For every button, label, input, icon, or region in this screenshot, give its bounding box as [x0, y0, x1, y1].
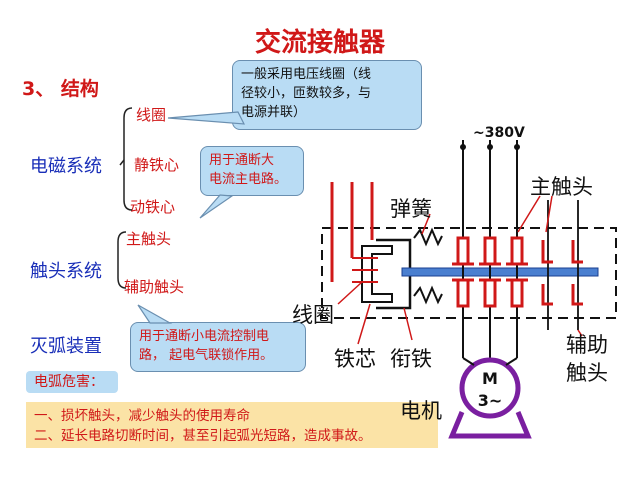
main-callout-line: 用于通断大: [209, 153, 275, 168]
coil-leader: [337, 281, 363, 305]
bracket-contact: [117, 231, 127, 289]
aux-leader: [577, 329, 583, 337]
coil-callout-line: 径较小，匝数较多，与: [241, 86, 372, 101]
motor-label: 电机: [400, 399, 442, 423]
main-contact-callout: 用于通断大 电流主电路。: [200, 146, 304, 196]
arc-hazard-tag: 电弧危害：: [26, 371, 118, 393]
armature-bar: [401, 267, 599, 277]
motor-circle: [459, 357, 521, 419]
core-leader: [357, 303, 371, 345]
terminal-dot: [514, 144, 520, 150]
sub-aux-contact: 辅助触头: [124, 278, 185, 296]
coil-callout: 一般采用电压线圈（线 径较小，匝数较多，与 电源并联）: [232, 60, 422, 130]
main-contact-bridges: [452, 262, 528, 282]
bracket-em: [123, 107, 133, 211]
page-title: 交流接触器: [254, 28, 385, 58]
sub-main-contact: 主触头: [126, 230, 172, 248]
aux-callout-line: 路， 起电气联锁作用。: [139, 348, 274, 363]
aux-callout-pointer: [137, 304, 173, 324]
terminal-dot: [460, 144, 466, 150]
hazard-line: 一、损坏触头，减少触头的使用寿命: [34, 408, 250, 424]
aux-contact-callout: 用于通断小电流控制电 路， 起电气联锁作用。: [130, 322, 306, 372]
main-contact-leader: [545, 195, 553, 233]
motor-text-phase: 3~: [478, 391, 503, 410]
aux-label-bottom: 触头: [566, 361, 608, 385]
sub-moving-core: 动铁心: [130, 198, 176, 216]
aux-contacts: [541, 240, 583, 306]
motor-lead: [505, 357, 518, 366]
coil-callout-line: 电源并联）: [241, 105, 307, 120]
hazard-line: 二、延长电路切断时间，甚至引起弧光短路，造成事故。: [34, 428, 372, 444]
static-core: [361, 245, 393, 303]
system-electromagnetic: 电磁系统: [30, 156, 102, 177]
spring-leader: [421, 213, 431, 235]
motor-text-m: M: [482, 369, 498, 388]
spring-bottom: [413, 285, 443, 305]
section-heading: 3、 结构: [22, 78, 99, 100]
system-arc-suppression: 灭弧装置: [30, 336, 102, 357]
main-contact-leader: [517, 195, 541, 233]
voltage-label: ~380V: [473, 125, 525, 141]
motor-lead: [462, 357, 475, 366]
armature-leader: [403, 307, 413, 341]
terminal-dot: [487, 144, 493, 150]
spring-label: 弹簧: [390, 197, 432, 221]
main-contacts: [456, 236, 524, 308]
aux-callout-line: 用于通断小电流控制电: [139, 329, 270, 344]
motor-base: [448, 411, 532, 439]
aux-label-top: 辅助: [566, 333, 608, 357]
system-contact: 触头系统: [30, 261, 102, 282]
armature-label: 衔铁: [390, 347, 432, 371]
bracket-em-tip: [119, 159, 125, 166]
main-callout-pointer: [199, 194, 234, 219]
main-contact-label: 主触头: [530, 175, 593, 199]
sub-coil: 线圈: [136, 106, 167, 124]
housing-dashed-frame: [321, 227, 617, 319]
core-label: 铁芯: [334, 347, 376, 371]
sub-static-core: 静铁心: [134, 156, 180, 174]
spring-top: [413, 227, 443, 247]
coil-callout-pointer: [167, 111, 246, 125]
main-callout-line: 电流主电路。: [209, 172, 288, 187]
coil-diagram-label: 线圈: [292, 303, 334, 327]
arc-hazard-box: 一、损坏触头，减少触头的使用寿命 二、延长电路切断时间，甚至引起弧光短路，造成事…: [26, 402, 438, 448]
coil-callout-line: 一般采用电压线圈（线: [241, 67, 372, 82]
